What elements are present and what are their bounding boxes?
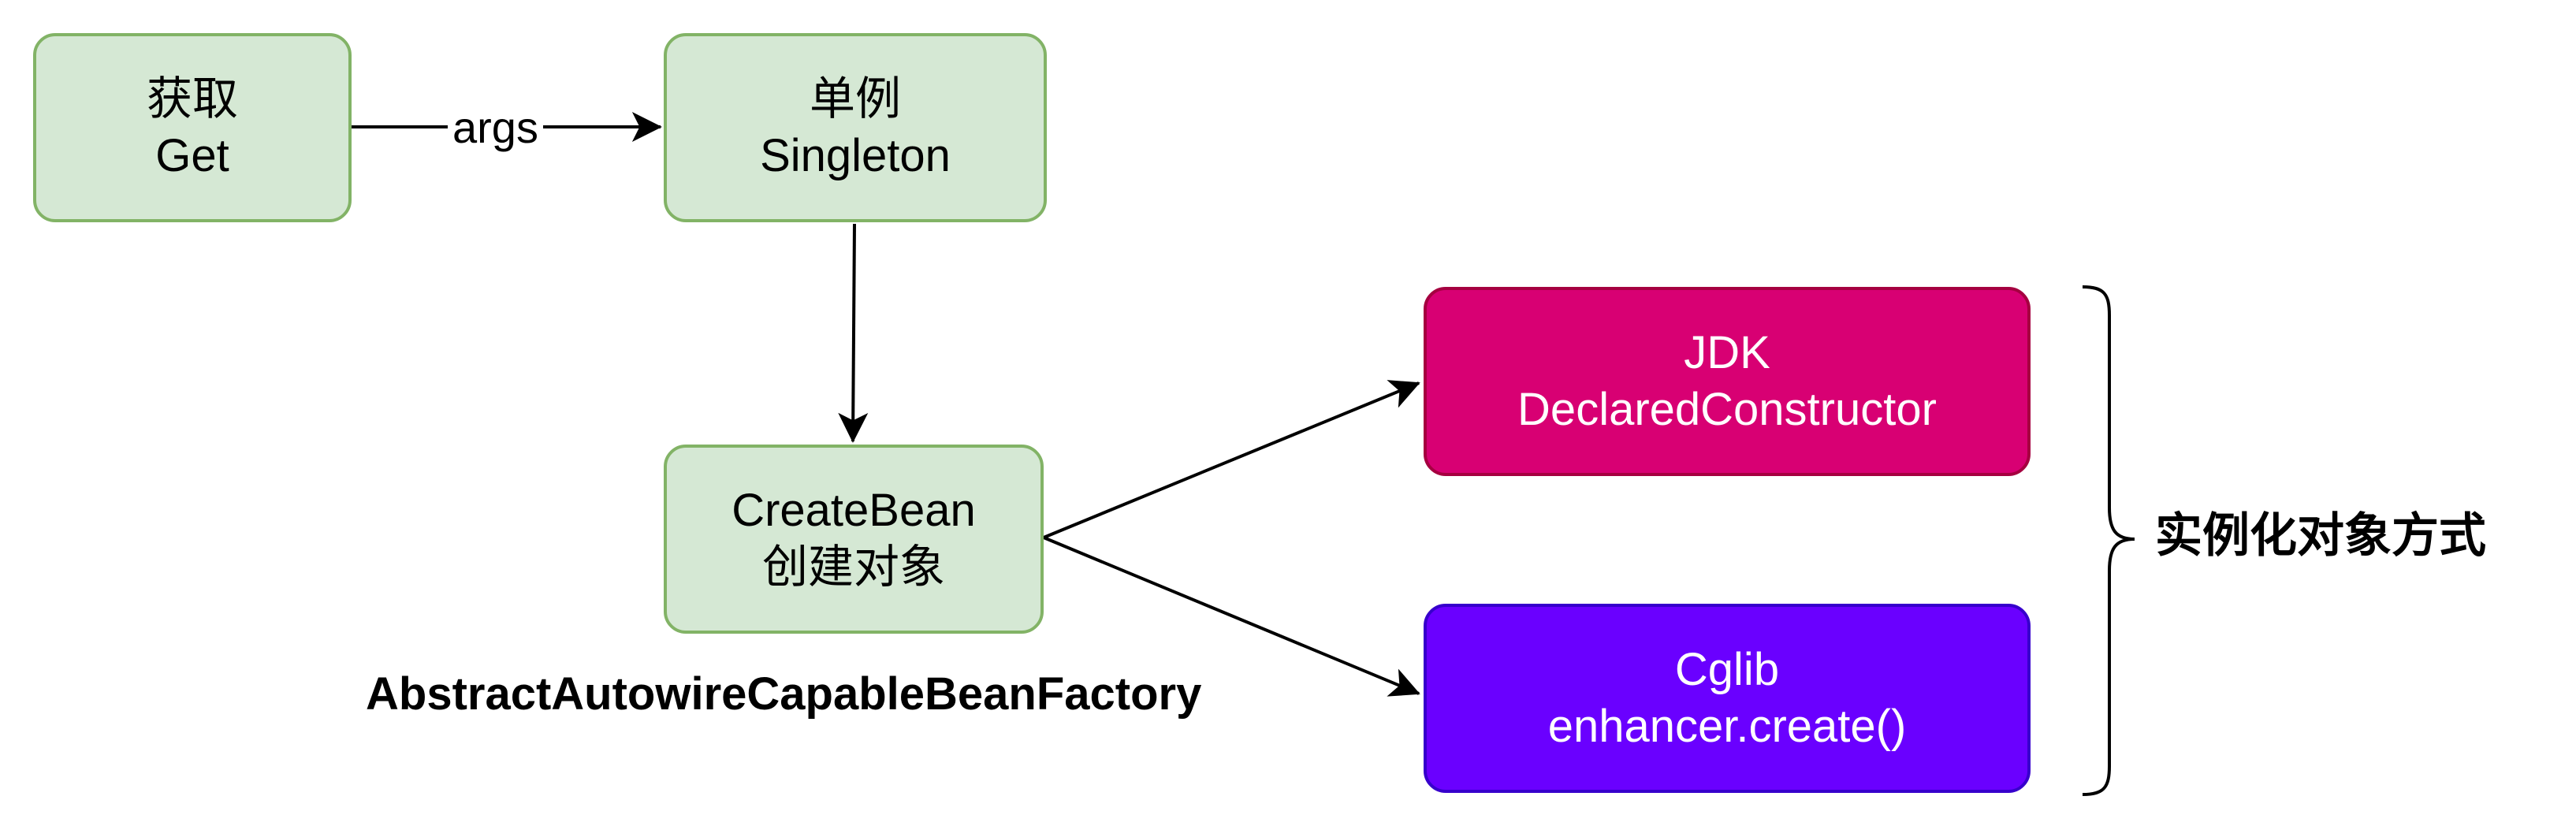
right-curly-brace-icon [2082,285,2135,796]
args-edge-label: args [448,106,543,150]
jdk-node-title: JDK [1684,326,1770,378]
singleton-node-title: 单例 [809,73,901,125]
create-bean-node[interactable]: CreateBean 创建对象 [664,445,1044,634]
factory-class-label: AbstractAutowireCapableBeanFactory [366,668,1202,720]
jdk-node-subtitle: DeclaredConstructor [1517,384,1937,435]
edge-createbean-to-jdk [1043,380,1420,539]
cglib-node-title: Cglib [1674,643,1780,695]
create-bean-node-subtitle: 创建对象 [761,541,945,593]
singleton-node-subtitle: Singleton [760,130,951,181]
cglib-node[interactable]: Cglib enhancer.create() [1424,604,2031,793]
brace-caption: 实例化对象方式 [2155,509,2486,562]
get-node-title: 获取 [146,73,238,125]
edge-singleton-to-createbean [838,223,869,443]
get-node[interactable]: 获取 Get [33,33,352,222]
get-node-subtitle: Get [155,130,229,181]
create-bean-node-title: CreateBean [731,484,976,536]
singleton-node[interactable]: 单例 Singleton [664,33,1047,222]
edge-createbean-to-cglib [1043,536,1420,697]
cglib-node-subtitle: enhancer.create() [1547,701,1907,752]
jdk-node[interactable]: JDK DeclaredConstructor [1424,287,2031,476]
